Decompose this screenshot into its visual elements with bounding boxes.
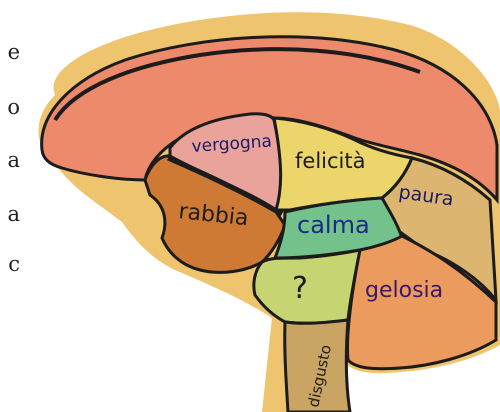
- label-calma: calma: [297, 211, 370, 239]
- label-gelosia: gelosia: [365, 278, 443, 303]
- label-felicita: felicità: [295, 149, 365, 173]
- label-question: ?: [292, 271, 308, 306]
